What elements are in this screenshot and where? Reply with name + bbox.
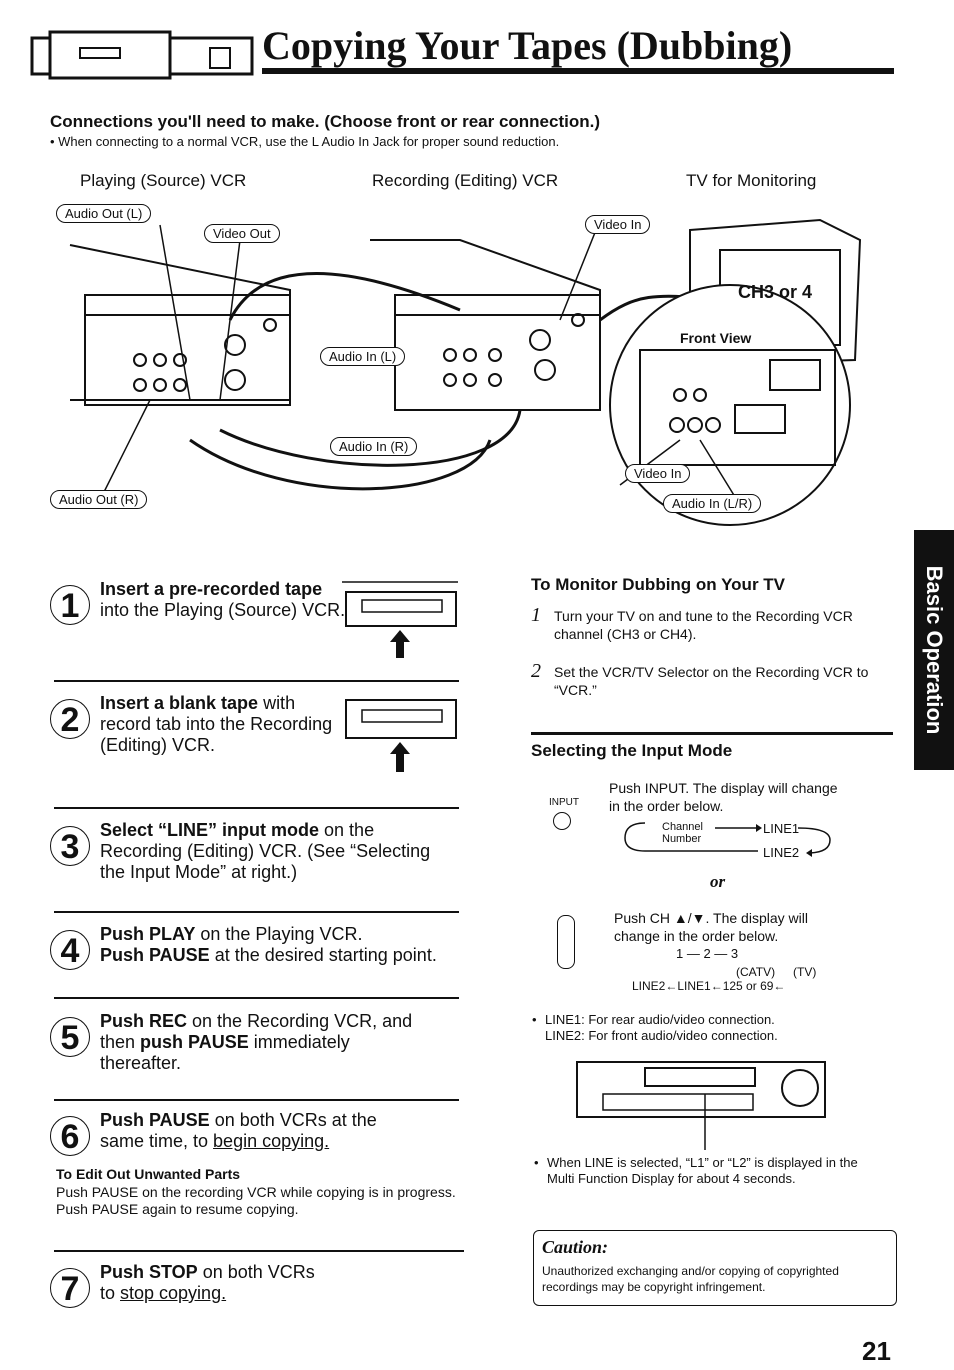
video-out-label: Video Out <box>204 224 280 243</box>
tv-label: (TV) <box>793 965 817 979</box>
section-side-tab: Basic Operation <box>914 530 954 770</box>
tv-monitoring-label: TV for Monitoring <box>686 171 817 190</box>
title-underline <box>262 68 894 74</box>
input-cycle-arrows <box>624 822 831 857</box>
page-number: 21 <box>862 1336 891 1366</box>
audio-out-l-label: Audio Out (L) <box>56 204 152 223</box>
playing-vcr-illustration <box>69 244 291 406</box>
channel-sequence-bottom: LINE2←LINE1←125 or 69← <box>632 979 786 993</box>
step-number: 5 <box>50 1017 90 1057</box>
page-title: Copying Your Tapes (Dubbing) <box>262 23 793 68</box>
multi-display-note: When LINE is selected, “L1” or “L2” is d… <box>547 1155 858 1186</box>
monitor-item-text: Turn your TV on and tune to the Recordin… <box>554 608 853 642</box>
audio-in-lr-label: Audio In (L/R) <box>663 494 762 513</box>
monitor-heading: To Monitor Dubbing on Your TV <box>531 575 786 594</box>
cables <box>189 272 731 491</box>
step-text: Push PAUSE on both VCRs at the same time… <box>100 1110 377 1151</box>
step-4: 4 Push PLAY on the Playing VCR.Push PAUS… <box>50 924 465 980</box>
channel-number-label: Channel Number <box>662 821 703 845</box>
recording-vcr-label: Recording (Editing) VCR <box>372 171 559 190</box>
input-button-icon <box>553 812 571 830</box>
playing-vcr-label: Playing (Source) VCR <box>80 171 247 190</box>
step-text: Insert a blank tape with record tab into… <box>100 693 333 755</box>
step-number: 3 <box>50 826 90 866</box>
channel-sequence-top: 1 — 2 — 3 <box>676 946 739 961</box>
bullet: • <box>534 1155 539 1170</box>
front-video-in-label: Video In <box>625 464 691 483</box>
input-mode-heading: Selecting the Input Mode <box>531 741 733 760</box>
edit-out-heading: To Edit Out Unwanted Parts <box>56 1166 241 1182</box>
cassette-insert-icon <box>342 581 458 658</box>
step-3: 3 Select “LINE” input mode on the Record… <box>50 820 465 886</box>
line2-note: LINE2: For front audio/video connection. <box>545 1028 778 1043</box>
or-separator: or <box>710 872 726 891</box>
step-text: Push PLAY on the Playing VCR.Push PAUSE … <box>100 924 437 965</box>
connections-note: • When connecting to a normal VCR, use t… <box>50 134 560 149</box>
step-number: 2 <box>50 699 90 739</box>
connection-diagram <box>69 218 862 526</box>
step-number: 1 <box>50 585 90 625</box>
video-in-label: Video In <box>585 215 651 234</box>
step-2: 2 Insert a blank tape with record tab in… <box>50 693 465 759</box>
audio-in-r-label: Audio In (R) <box>330 437 418 456</box>
monitor-item-number: 2 <box>531 660 541 682</box>
step-number: 6 <box>50 1116 90 1156</box>
step-7: 7 Push STOP on both VCRs to stop copying… <box>50 1262 465 1318</box>
recording-vcr-illustration <box>370 239 601 411</box>
monitor-item-number: 1 <box>531 604 541 626</box>
line1-label: LINE1 <box>763 821 800 836</box>
line1-note: LINE1: For rear audio/video connection. <box>545 1012 775 1027</box>
step-text: Insert a pre-recorded tape into the Play… <box>100 579 346 620</box>
caution-box: Caution: Unauthorized exchanging and/or … <box>533 1230 897 1306</box>
step-text: Push STOP on both VCRs to stop copying. <box>100 1262 315 1303</box>
audio-in-l-label: Audio In (L) <box>320 347 406 366</box>
step-text: Push REC on the Recording VCR, and then … <box>100 1011 413 1073</box>
vcr-title-icon <box>30 30 254 80</box>
front-view-label: Front View <box>680 330 752 346</box>
ch-rocker-button-icon <box>557 915 575 969</box>
edit-out-text: Push PAUSE on the recording VCR while co… <box>56 1184 456 1217</box>
line2-label: LINE2 <box>763 845 800 860</box>
input-button-label: INPUT <box>549 797 579 808</box>
step-5: 5 Push REC on the Recording VCR, and the… <box>50 1011 465 1077</box>
monitor-item-text: Set the VCR/TV Selector on the Recording… <box>554 664 869 698</box>
ch3-or-4-label: CH3 or 4 <box>738 282 813 302</box>
catv-label: (CATV) <box>736 965 776 979</box>
vcr-front-panel-illustration <box>576 1061 826 1150</box>
blank-tape-insert-icon <box>345 699 457 772</box>
connections-heading: Connections you'll need to make. (Choose… <box>50 112 600 131</box>
push-input-text: Push INPUT. The display will change in t… <box>609 780 838 814</box>
step-6: 6 Push PAUSE on both VCRs at the same ti… <box>50 1110 465 1166</box>
step-text: Select “LINE” input mode on the Recordin… <box>100 820 431 882</box>
caution-title: Caution: <box>542 1237 609 1257</box>
step-number: 7 <box>50 1268 90 1308</box>
step-number: 4 <box>50 930 90 970</box>
side-tab-label: Basic Operation <box>922 565 947 735</box>
step-1: 1 Insert a pre-recorded tape into the Pl… <box>50 579 465 645</box>
audio-out-r-label: Audio Out (R) <box>50 490 148 509</box>
bullet: • <box>532 1012 537 1027</box>
caution-text: Unauthorized exchanging and/or copying o… <box>542 1264 839 1294</box>
push-ch-text: Push CH ▲/▼. The display will change in … <box>614 910 808 944</box>
